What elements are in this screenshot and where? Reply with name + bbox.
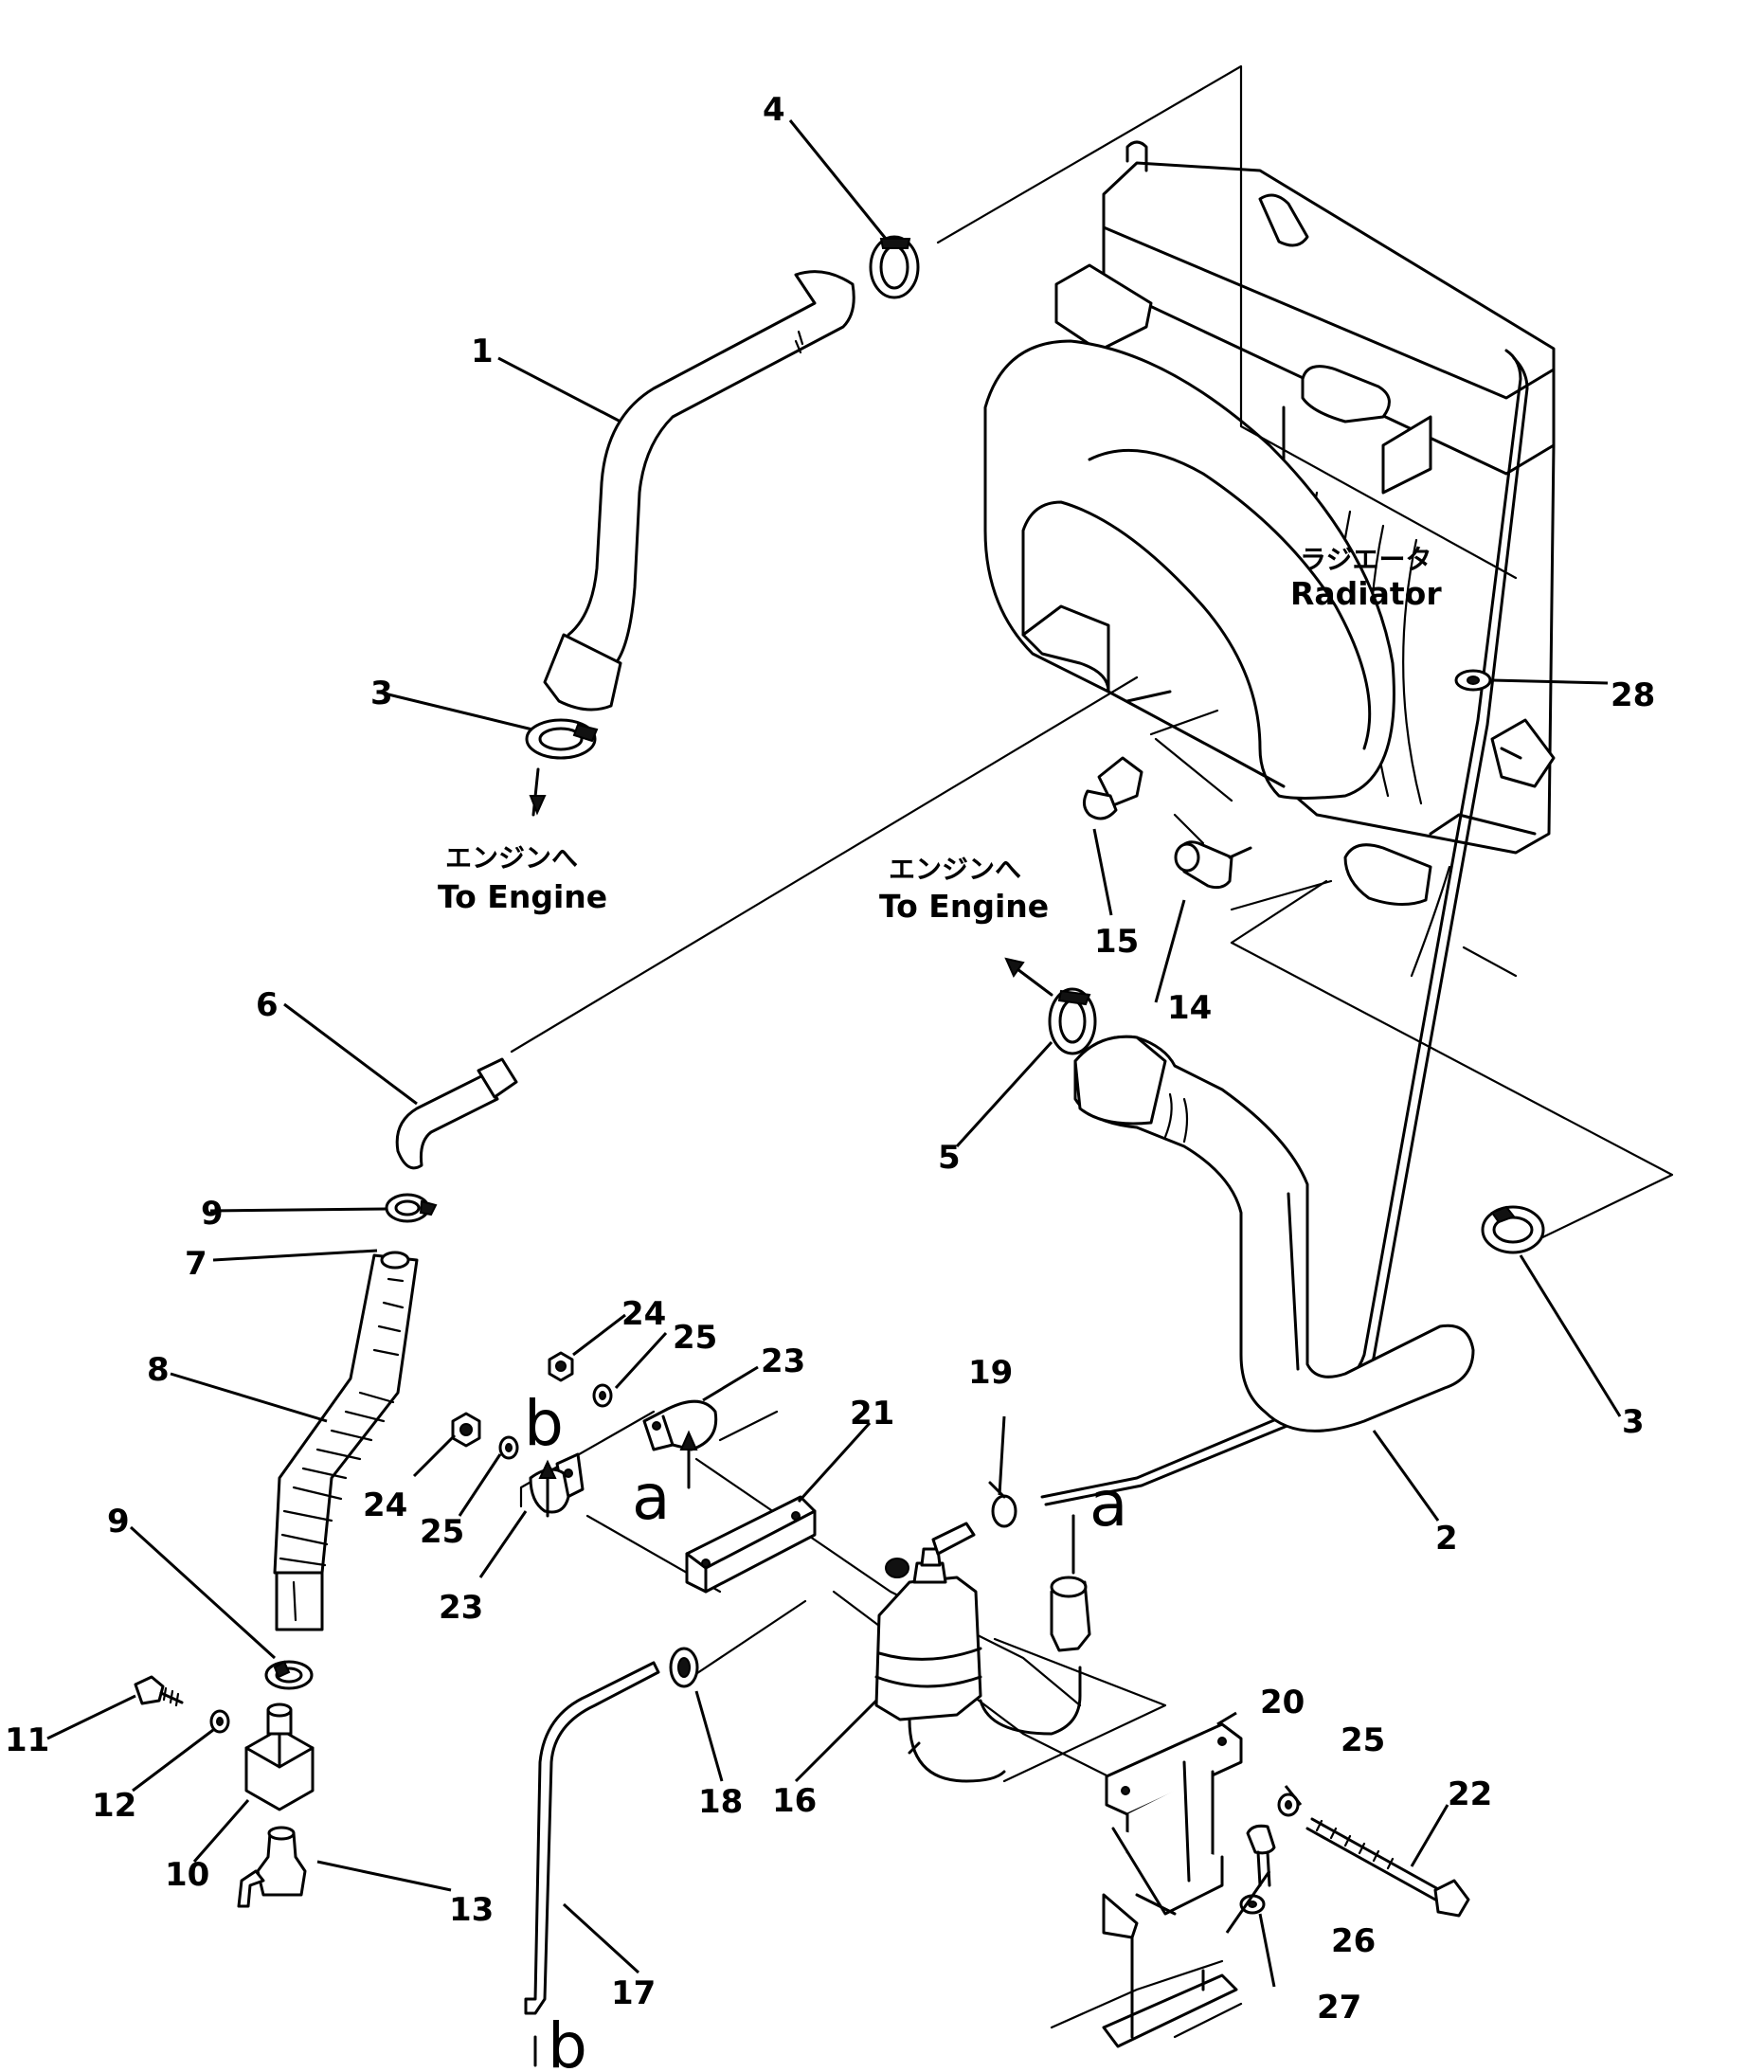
annotation-labels: ラジエータ Radiator エンジンへ To Engine エンジンへ To … — [438, 544, 1442, 925]
bracket-20 — [1102, 1722, 1243, 2048]
bolt-22 — [1305, 1817, 1470, 1918]
nut-24-a — [548, 1351, 574, 1382]
callout-24-b: 24 — [363, 1486, 407, 1524]
callout-23-a: 23 — [761, 1342, 805, 1380]
callout-5: 5 — [938, 1139, 961, 1177]
washer-25-c — [1277, 1793, 1300, 1817]
callout-3-lower: 3 — [1622, 1403, 1645, 1441]
ref-b-upper: b — [524, 1387, 564, 1460]
bolt-11 — [134, 1675, 184, 1707]
connector-a — [1050, 1514, 1091, 1652]
callout-20: 20 — [1260, 1684, 1305, 1721]
callout-12: 12 — [92, 1787, 136, 1825]
callout-9-lower: 9 — [107, 1503, 130, 1540]
callout-6: 6 — [256, 986, 279, 1024]
washer-12 — [209, 1709, 230, 1734]
fitting-14 — [1174, 840, 1252, 890]
callout-16: 16 — [772, 1782, 817, 1820]
callout-17: 17 — [611, 1974, 656, 2012]
clamp-5 — [1048, 987, 1097, 1055]
drain-cock-10 — [244, 1703, 315, 1811]
washer-25-a — [592, 1383, 613, 1408]
radiator-label-jp: ラジエータ — [1300, 544, 1431, 575]
washer-27 — [1239, 1894, 1266, 1915]
callout-7: 7 — [185, 1245, 207, 1283]
callout-21: 21 — [850, 1395, 894, 1432]
clip-23-lower — [529, 1452, 585, 1514]
callout-3-upper: 3 — [370, 675, 393, 712]
elbow-13 — [237, 1826, 307, 1908]
washer-25-b — [498, 1435, 519, 1460]
callout-9-upper: 9 — [201, 1195, 224, 1233]
callout-25-c: 25 — [1341, 1721, 1385, 1759]
flow-arrows — [529, 767, 1075, 2067]
hose-upper — [543, 270, 855, 712]
callout-27: 27 — [1317, 1989, 1361, 2027]
callout-15: 15 — [1094, 923, 1139, 961]
nut-24-b — [451, 1412, 481, 1448]
callout-24-a: 24 — [621, 1295, 666, 1333]
to-engine-right-label-jp: エンジンへ — [889, 854, 1021, 885]
callout-4: 4 — [763, 91, 785, 129]
clip-23-upper — [642, 1399, 718, 1451]
ref-a-upper: a — [632, 1461, 670, 1534]
bolt-26 — [1246, 1824, 1276, 1887]
callout-2: 2 — [1435, 1520, 1458, 1558]
clamp-3-upper — [525, 718, 599, 760]
ref-b-bottom: b — [548, 2009, 587, 2072]
fitting-15 — [1083, 756, 1143, 820]
spiral-hose-7-8 — [273, 1251, 419, 1631]
callout-11: 11 — [5, 1721, 49, 1759]
callout-19: 19 — [968, 1354, 1013, 1392]
bracket-21 — [685, 1495, 817, 1594]
clamp-4 — [869, 235, 920, 299]
leader-lines — [46, 119, 1622, 1988]
clamp-9-upper — [385, 1193, 438, 1223]
elbow-hose-6 — [395, 1057, 518, 1170]
callout-26: 26 — [1331, 1922, 1376, 1960]
radiator-label-en: Radiator — [1290, 575, 1442, 612]
hose-lower — [1073, 1035, 1475, 1432]
clamp-3-lower — [1481, 1205, 1545, 1254]
ref-a-right: a — [1089, 1468, 1127, 1540]
callout-18: 18 — [698, 1783, 743, 1821]
callout-22: 22 — [1448, 1775, 1492, 1813]
reserve-tank-16 — [874, 1522, 1082, 1783]
callout-28: 28 — [1611, 676, 1655, 714]
callout-13: 13 — [449, 1891, 494, 1929]
to-engine-left-label-jp: エンジンへ — [445, 842, 578, 874]
to-engine-right-label-en: To Engine — [879, 888, 1049, 925]
clamp-9-lower — [264, 1660, 314, 1690]
grommet-28 — [1454, 669, 1492, 692]
callout-labels: 4 1 3 28 15 14 5 6 9 7 8 3 2 24 25 23 21… — [5, 91, 1655, 2027]
callout-25-b: 25 — [420, 1513, 464, 1551]
fan-shroud — [983, 339, 1395, 800]
callout-23-b: 23 — [439, 1589, 483, 1627]
callout-10: 10 — [165, 1856, 209, 1894]
hose-17 — [524, 1661, 660, 2015]
callout-14: 14 — [1167, 989, 1212, 1027]
clip-19 — [988, 1481, 1017, 1528]
callout-1: 1 — [471, 333, 494, 370]
to-engine-left-label-en: To Engine — [438, 878, 607, 915]
callout-8: 8 — [147, 1351, 170, 1389]
connection-refs: a a b b — [524, 1387, 1127, 2072]
clamp-18 — [669, 1647, 699, 1688]
callout-25-a: 25 — [673, 1319, 717, 1357]
